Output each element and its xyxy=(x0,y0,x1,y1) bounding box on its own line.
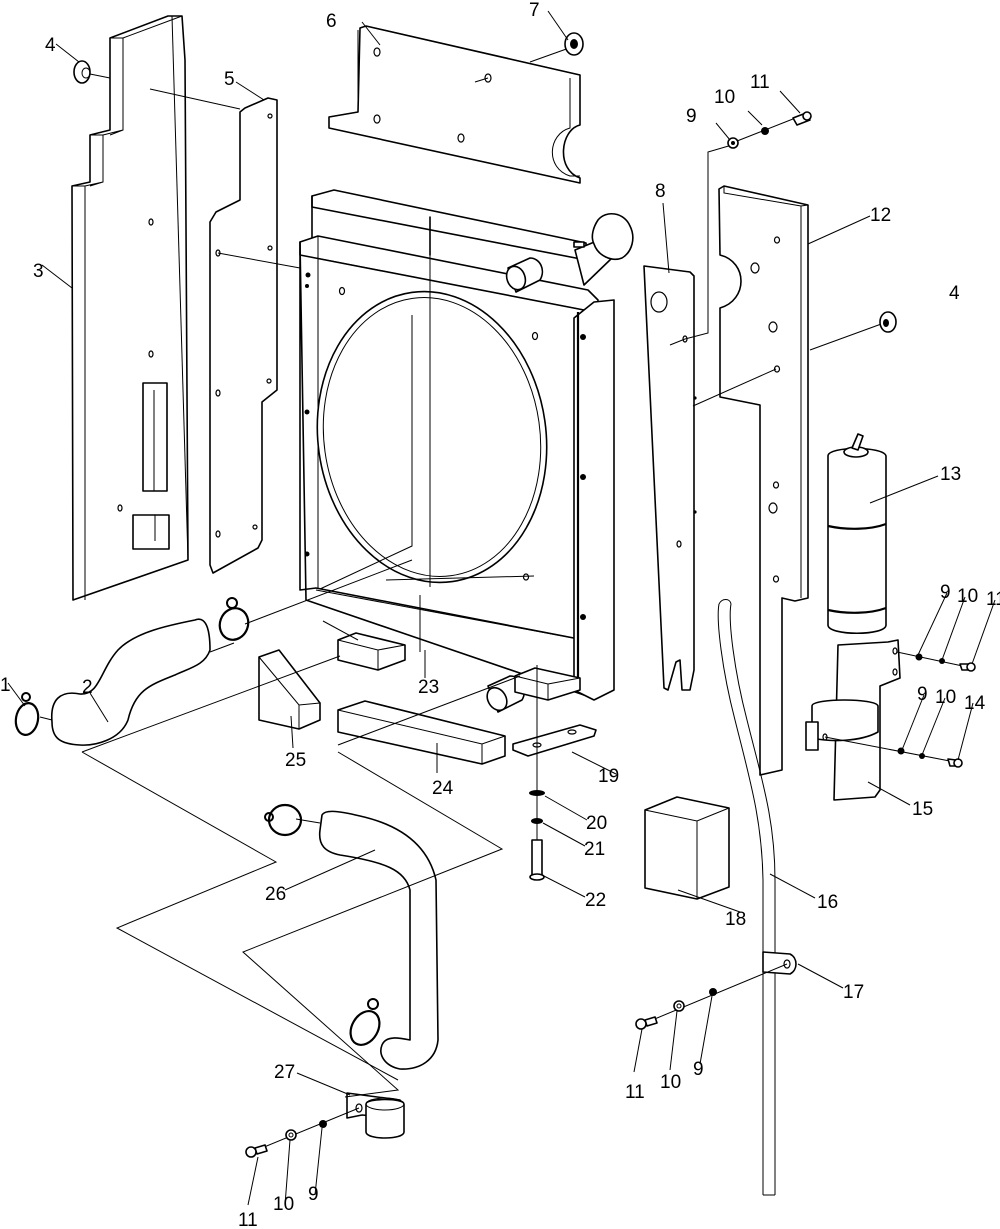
hose-clamp-1 xyxy=(14,692,40,736)
callout-8: 8 xyxy=(655,181,666,202)
callout-5: 5 xyxy=(224,69,235,90)
callout-9-tube-clip: 9 xyxy=(693,1059,704,1080)
radiator-assembly xyxy=(299,189,634,713)
callout-19: 19 xyxy=(598,766,619,787)
callout-18: 18 xyxy=(725,909,746,930)
left-side-panel xyxy=(71,15,189,601)
callout-22: 22 xyxy=(585,890,606,911)
hose-clamp-lower-top xyxy=(264,803,303,837)
assembly-lines xyxy=(81,559,535,1098)
callout-11-bracket-upper: 11 xyxy=(986,589,1000,610)
fastener-set-top xyxy=(727,111,812,149)
callout-21: 21 xyxy=(584,839,605,860)
callout-3: 3 xyxy=(33,261,44,282)
callout-16: 16 xyxy=(817,892,838,913)
hose-clamp-upper xyxy=(218,597,250,641)
bolt-22 xyxy=(529,839,545,881)
callout-17: 17 xyxy=(843,982,864,1003)
callout-10-bracket-lower: 10 xyxy=(935,687,956,708)
callout-10-top: 10 xyxy=(714,87,735,108)
grommet-7 xyxy=(564,32,584,56)
callout-9-bracket-upper: 9 xyxy=(940,582,951,603)
top-panel xyxy=(328,25,581,184)
hose-bracket xyxy=(346,1092,405,1139)
callout-4-right: 4 xyxy=(949,283,960,304)
foam-strip xyxy=(337,700,506,765)
tube-clip xyxy=(762,951,797,975)
callout-2: 2 xyxy=(82,677,93,698)
grommet-4-right xyxy=(879,311,897,333)
callout-9-bracket-lower: 9 xyxy=(917,684,928,705)
callout-10-bracket-upper: 10 xyxy=(957,586,978,607)
callout-23: 23 xyxy=(418,677,439,698)
upper-hose xyxy=(39,618,235,746)
right-seal-plate xyxy=(643,144,733,691)
callout-7: 7 xyxy=(529,0,540,21)
callout-11-top: 11 xyxy=(750,72,770,93)
callout-13: 13 xyxy=(940,464,961,485)
callout-9-hose-bracket: 9 xyxy=(308,1184,319,1205)
callout-10-hose-bracket: 10 xyxy=(273,1194,294,1215)
right-side-panel xyxy=(692,185,885,776)
overflow-tube xyxy=(717,599,776,1196)
callout-12: 12 xyxy=(870,205,891,226)
callout-26: 26 xyxy=(265,884,286,905)
foam-block xyxy=(644,796,730,900)
mounting-plate xyxy=(512,724,597,757)
grommet-4-left xyxy=(73,60,111,84)
drier-bracket xyxy=(805,639,901,801)
callout-14: 14 xyxy=(964,693,986,714)
lower-hose xyxy=(295,810,439,1070)
callout-20: 20 xyxy=(586,813,607,834)
callout-11-tube-clip: 11 xyxy=(625,1082,645,1103)
callout-4-left: 4 xyxy=(45,35,56,56)
callout-9-top: 9 xyxy=(686,106,697,127)
wedge-block xyxy=(258,649,321,730)
leader-lines xyxy=(7,10,996,1206)
callout-15: 15 xyxy=(912,799,933,820)
fastener-set-hose-bracket xyxy=(245,1107,360,1158)
callout-25: 25 xyxy=(285,750,306,771)
callout-1: 1 xyxy=(0,675,11,696)
fastener-set-bracket-upper xyxy=(896,651,976,672)
fastener-set-tube-clip xyxy=(635,963,788,1030)
callout-6: 6 xyxy=(326,11,337,32)
hose-clamp-lower-bottom xyxy=(349,998,381,1046)
callout-27: 27 xyxy=(274,1062,295,1083)
lock-washer-21 xyxy=(531,818,543,824)
washer-20 xyxy=(529,790,545,796)
receiver-drier xyxy=(827,433,887,634)
callout-10-tube-clip: 10 xyxy=(660,1072,681,1093)
callout-11-hose-bracket: 11 xyxy=(238,1210,258,1229)
left-seal-plate xyxy=(149,88,301,574)
callout-24: 24 xyxy=(432,778,454,799)
